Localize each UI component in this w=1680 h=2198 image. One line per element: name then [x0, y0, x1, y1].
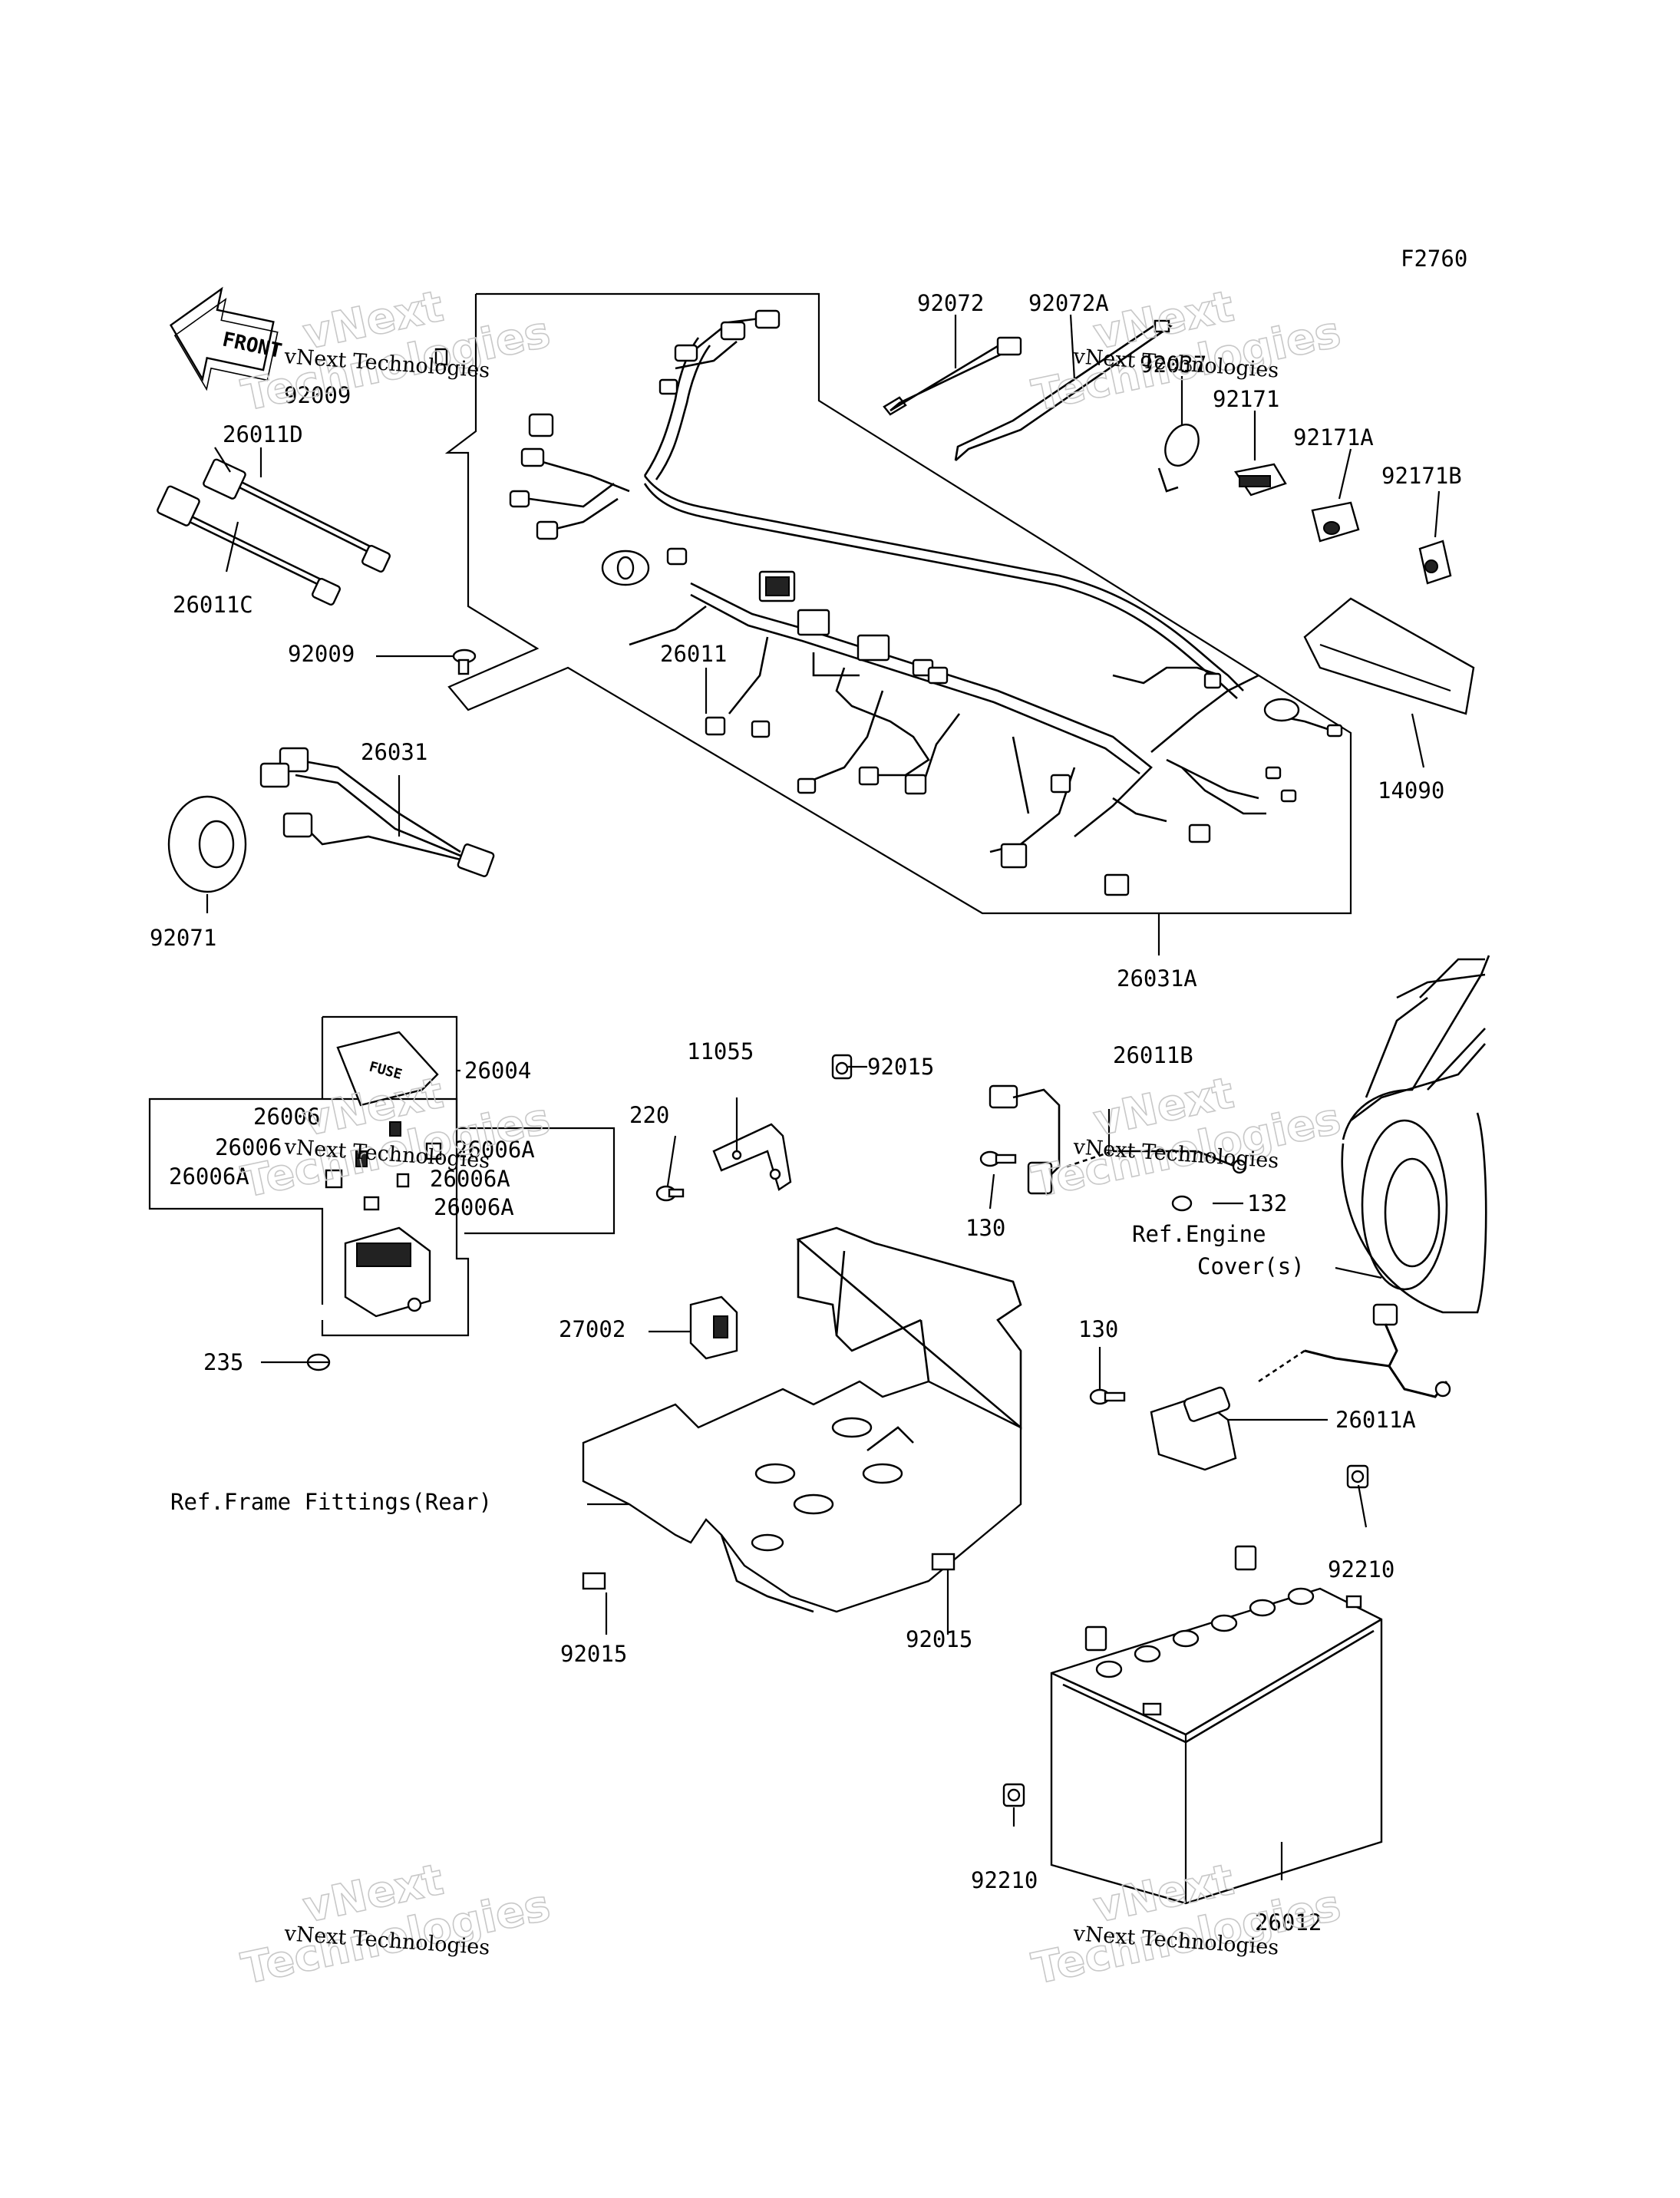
label-132: 132 [1247, 1190, 1287, 1216]
clamp-92171b [1418, 540, 1452, 585]
label-130-lower: 130 [1078, 1316, 1118, 1342]
label-26011a: 26011A [1335, 1407, 1416, 1433]
fuse-holder [344, 1226, 431, 1318]
engine-cover-outline [1341, 955, 1490, 1314]
cable-tie-92072 [883, 336, 1022, 416]
battery-case [582, 1226, 1022, 1613]
label-26006-b: 26006 [215, 1134, 282, 1160]
main-harness-frame [444, 292, 1352, 915]
battery-cable-26011a [1150, 1303, 1451, 1471]
clamp-92171a [1311, 501, 1360, 543]
label-235: 235 [203, 1349, 243, 1375]
cable-tie-92072a [954, 319, 1173, 461]
figure-code: F2760 [1401, 246, 1467, 272]
bolt-132 [1171, 1195, 1193, 1212]
label-92015-top: 92015 [867, 1054, 934, 1080]
label-92210-lower: 92210 [971, 1867, 1038, 1893]
relay-27002 [689, 1295, 738, 1360]
fuse-set [325, 1121, 442, 1211]
grommet-92071 [167, 795, 247, 893]
label-92009-lower: 92009 [288, 641, 355, 667]
cover-14090 [1303, 597, 1475, 715]
bolt-130-upper [979, 1150, 1017, 1167]
label-26011: 26011 [660, 641, 727, 667]
bolt-130-lower [1089, 1388, 1126, 1405]
fuse-box-26004: FUSE [336, 1031, 439, 1107]
label-92171: 92171 [1213, 386, 1279, 412]
label-26006-a: 26006 [253, 1104, 320, 1130]
watermark-bottom-left: vNext Technologies vNext Technologies [237, 1854, 556, 1995]
main-wiring-harness [509, 309, 1343, 896]
clamp-92037 [1157, 424, 1200, 493]
leader-lines [206, 314, 1441, 1880]
label-92015-left: 92015 [560, 1641, 627, 1667]
part-labels: 92009 26011D 26011C 92009 26011 26031 92… [150, 290, 1462, 1936]
sub-harness-26011c [157, 485, 341, 606]
label-220: 220 [629, 1102, 669, 1128]
sub-harness-26031 [259, 747, 495, 877]
label-92072: 92072 [917, 290, 984, 316]
label-92210-upper: 92210 [1328, 1556, 1394, 1582]
battery-26012 [1050, 1545, 1383, 1905]
ref-engine-cover-line1: Ref.Engine [1132, 1221, 1266, 1247]
clamp-92171 [1234, 463, 1287, 497]
label-14090: 14090 [1378, 777, 1444, 804]
label-26006a-r2: 26006A [430, 1166, 510, 1192]
nut-92210-upper [1346, 1464, 1369, 1489]
watermark-mid-right: vNext Technologies vNext Technologies [1028, 1068, 1346, 1208]
ref-engine-cover-line2: Cover(s) [1197, 1253, 1305, 1279]
label-11055: 11055 [687, 1038, 754, 1064]
label-26031a: 26031A [1117, 965, 1197, 992]
label-26006a-r1: 26006A [454, 1137, 535, 1163]
label-92071: 92071 [150, 925, 216, 951]
bolt-92009-upper [434, 348, 448, 366]
bolt-92009-lower [452, 649, 477, 675]
watermark-top-left: vNext Technologies vNext Technologies [237, 281, 556, 421]
label-92015-right: 92015 [906, 1626, 972, 1652]
label-26004: 26004 [464, 1058, 531, 1084]
label-26011d: 26011D [223, 421, 303, 447]
label-26012: 26012 [1255, 1909, 1322, 1936]
label-26006a-r3: 26006A [434, 1194, 514, 1220]
label-27002: 27002 [559, 1316, 625, 1342]
screw-220 [655, 1185, 685, 1202]
label-92171b: 92171B [1381, 463, 1462, 489]
battery-cable-26011b [989, 1084, 1247, 1195]
nut-92210-lower [1002, 1783, 1025, 1807]
watermark-bottom-right: vNext Technologies vNext Technologies [1028, 1854, 1346, 1995]
label-26006a-left: 26006A [169, 1163, 249, 1190]
label-92072a: 92072A [1028, 290, 1109, 316]
bracket-11055 [712, 1123, 792, 1191]
sub-harness-26011d [203, 458, 391, 573]
label-92037: 92037 [1140, 351, 1206, 378]
label-92171a: 92171A [1293, 424, 1374, 450]
label-26031: 26031 [361, 739, 427, 765]
label-26011c: 26011C [173, 592, 253, 618]
label-26011b: 26011B [1113, 1042, 1193, 1068]
label-130-upper: 130 [965, 1215, 1005, 1241]
nut-92015-right [931, 1553, 956, 1571]
nut-92015-left [582, 1572, 606, 1590]
label-92009-upper: 92009 [284, 382, 351, 408]
ref-frame-fittings: Ref.Frame Fittings(Rear) [170, 1489, 492, 1515]
